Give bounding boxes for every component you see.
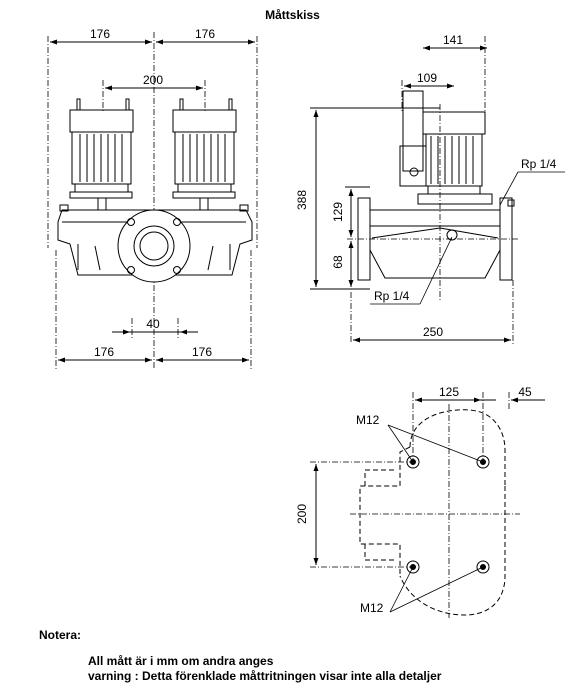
side-motor	[399, 90, 493, 205]
front-top-dim-right: 176	[195, 27, 215, 41]
bolt-label-bottom: M12	[360, 601, 384, 615]
port-label-bottom: Rp 1/4	[374, 289, 410, 303]
side-dim-129: 129	[331, 202, 345, 222]
bolt-label-top: M12	[356, 413, 380, 427]
side-dim-250: 250	[423, 325, 443, 339]
side-pump-body	[357, 197, 515, 281]
base-dim-45: 45	[518, 385, 532, 399]
right-motor	[172, 98, 237, 211]
base-dim-125: 125	[439, 385, 459, 399]
side-dim-388: 388	[295, 190, 309, 210]
note-units: All mått är i mm om andra anges	[88, 654, 274, 668]
front-bottom-dim-left: 176	[94, 345, 114, 359]
base-view	[310, 392, 545, 618]
port-leader-bottom	[419, 236, 453, 305]
note-warning: varning : Detta förenklade måttritningen…	[88, 669, 442, 683]
port-label-top: Rp 1/4	[521, 157, 557, 171]
front-view	[47, 32, 258, 370]
notes-heading: Notera:	[39, 628, 82, 642]
front-bottom-dim-right: 176	[192, 345, 212, 359]
base-dim-200: 200	[295, 504, 309, 524]
side-dim-141: 141	[443, 33, 463, 47]
front-top-dim-left: 176	[90, 27, 110, 41]
base-extension-lines	[310, 392, 520, 618]
footprint-outline	[359, 409, 506, 616]
bolt-holes	[406, 455, 490, 574]
side-dim-68: 68	[331, 255, 345, 269]
front-center-dim: 200	[143, 73, 163, 87]
center-flange	[117, 209, 191, 283]
side-view	[310, 36, 565, 344]
drawing-title: Måttskiss	[265, 8, 320, 22]
side-dim-109: 109	[417, 71, 437, 85]
port-leader-top	[499, 171, 519, 206]
left-motor	[69, 98, 134, 211]
front-pipe-dim: 40	[146, 317, 160, 331]
